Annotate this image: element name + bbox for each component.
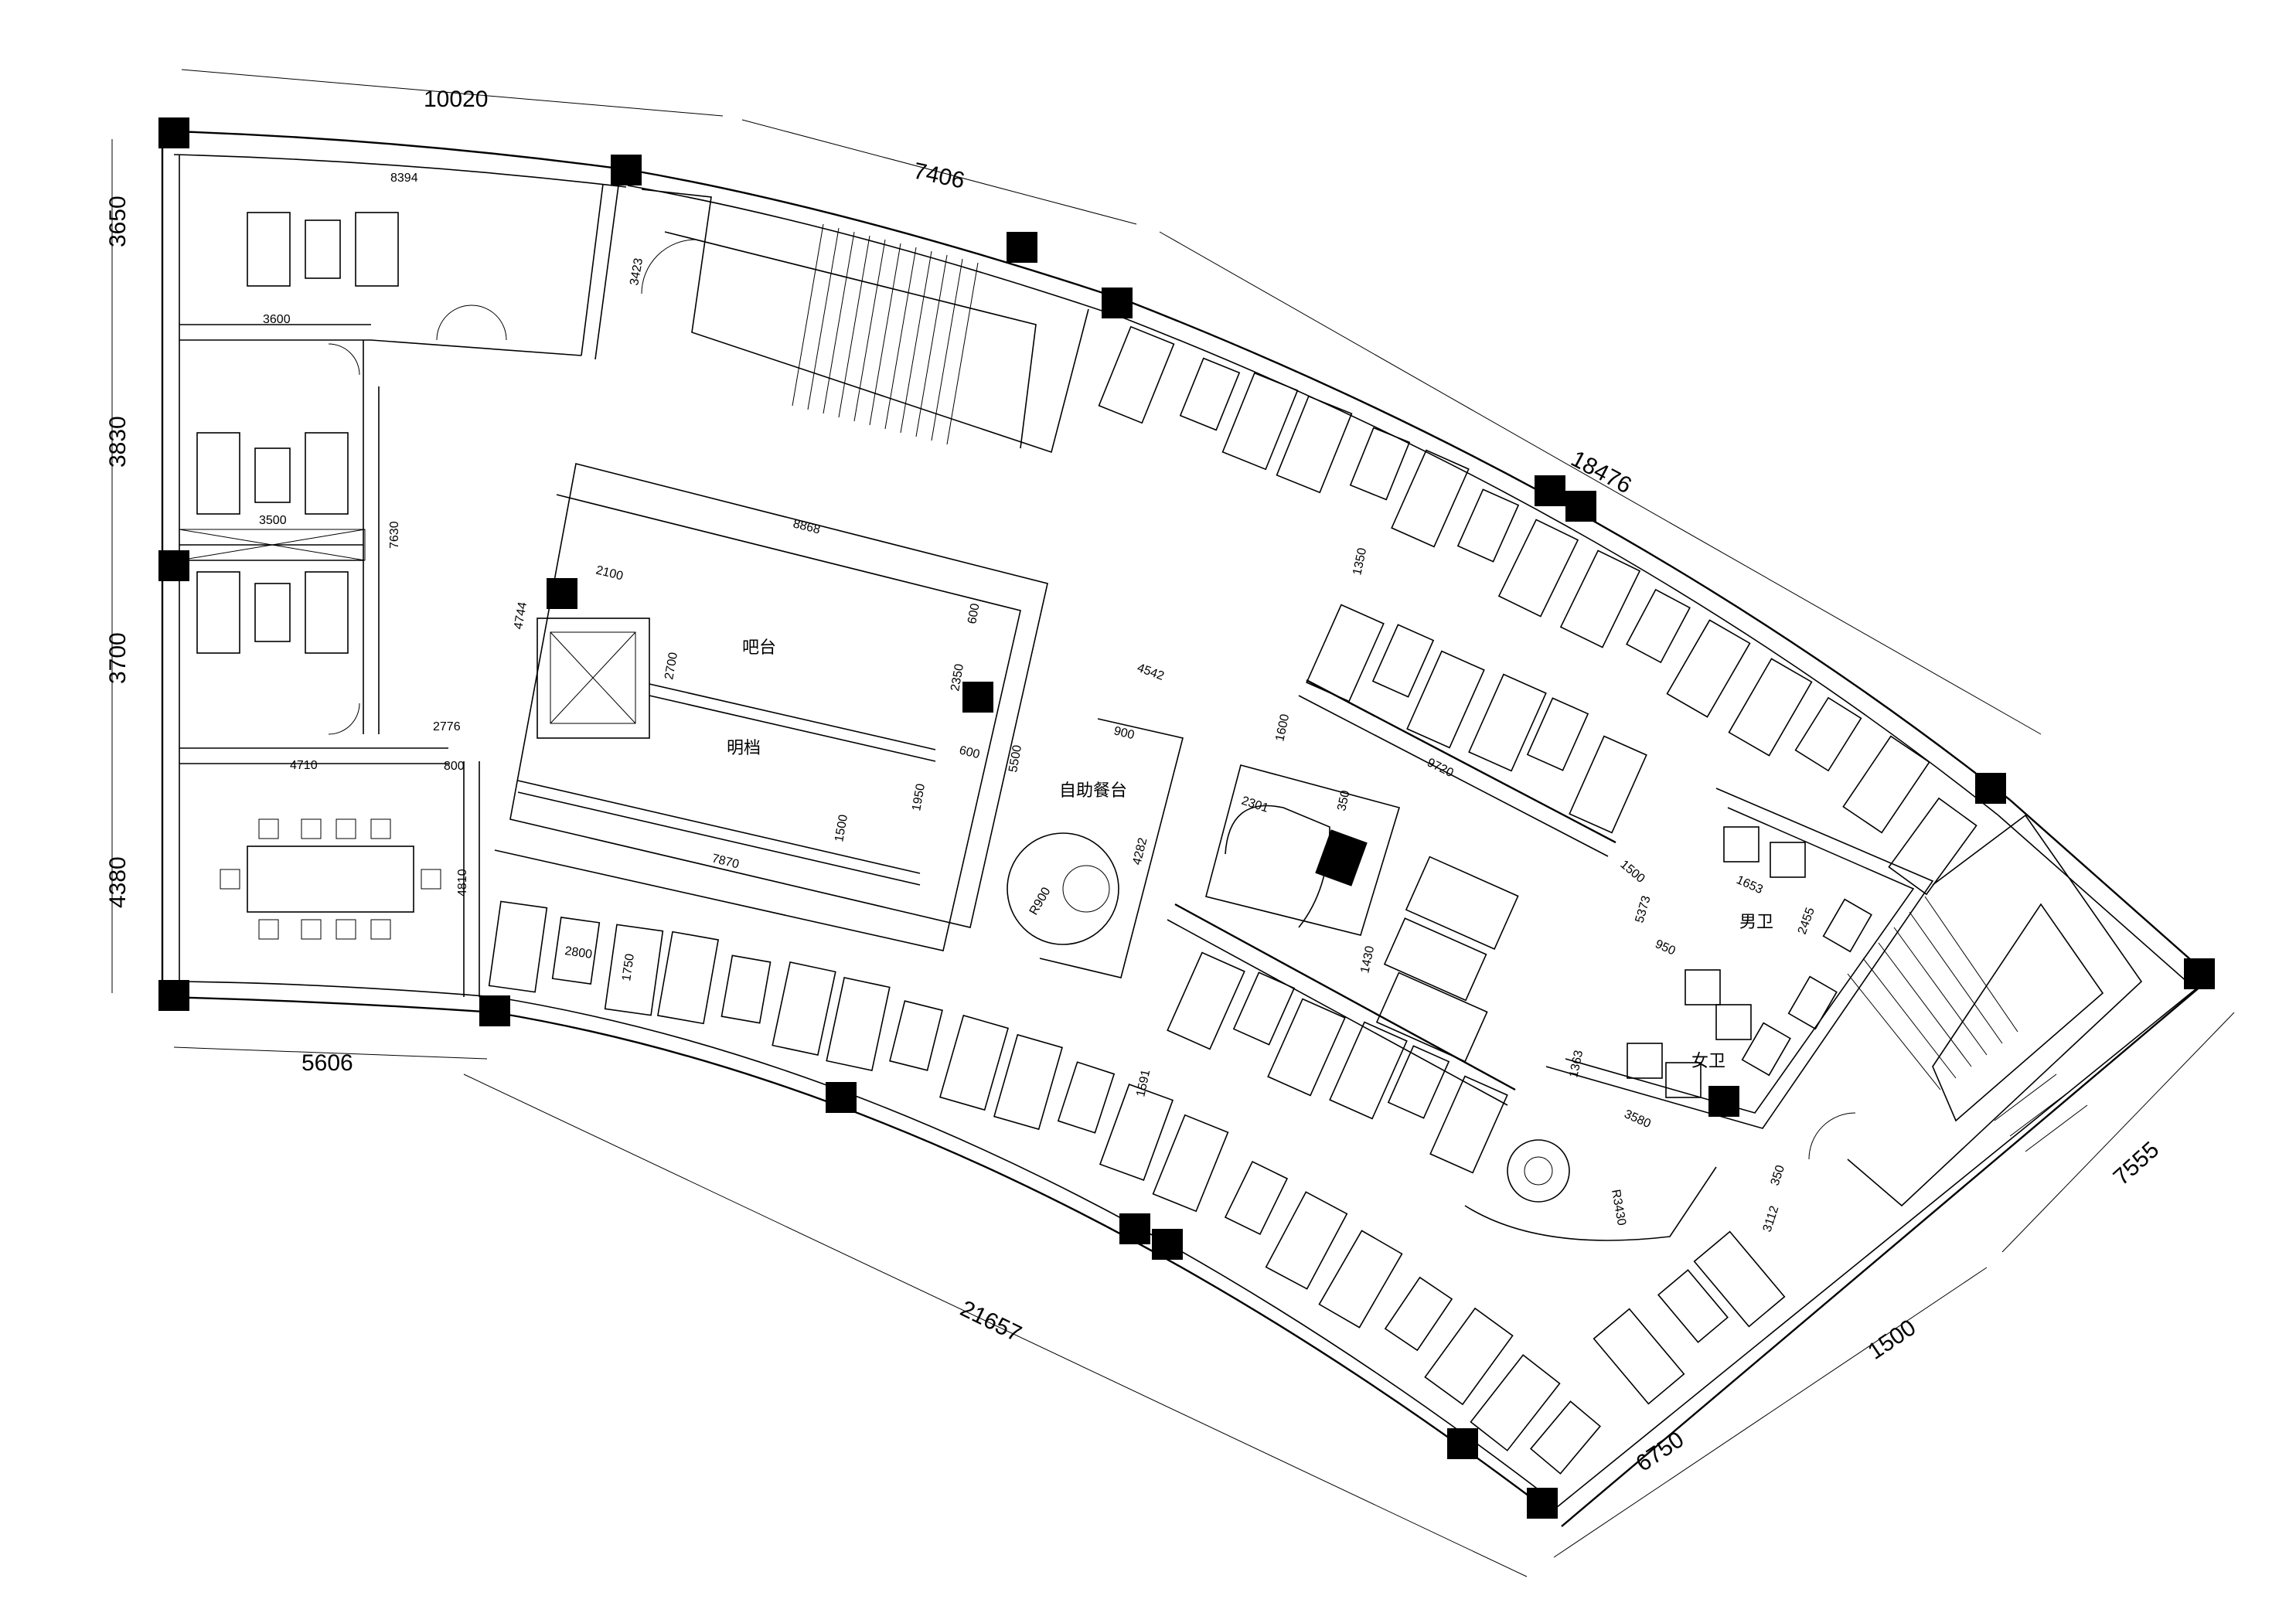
dim-350: 350 (1335, 789, 1352, 812)
room-labels: 吧台 明档 自助餐台 男卫 女卫 (727, 638, 1773, 1070)
label-womens-wc: 女卫 (1691, 1051, 1725, 1070)
dim-5500: 5500 (1007, 744, 1024, 774)
dim-4710: 4710 (290, 759, 318, 772)
dim-9720: 9720 (1425, 756, 1456, 780)
dim-4542: 4542 (1136, 662, 1166, 683)
left-private-rooms (179, 183, 619, 997)
dim-600b: 600 (958, 743, 981, 761)
dim-left-2: 3830 (105, 416, 131, 468)
bar-area (494, 463, 1048, 951)
outer-dimension-labels: 10020 7406 18476 3650 3830 3700 4380 560… (105, 87, 2164, 1477)
dim-3423: 3423 (628, 257, 646, 287)
dim-r3430: R3430 (1609, 1189, 1628, 1227)
dim-bottom-left: 5606 (301, 1050, 353, 1076)
dim-bottom-long: 21657 (956, 1296, 1025, 1347)
label-bar: 吧台 (742, 638, 776, 657)
dim-2800: 2800 (564, 944, 593, 961)
dim-3112: 3112 (1761, 1204, 1782, 1233)
dim-2700: 2700 (663, 652, 680, 681)
dim-2776: 2776 (433, 720, 461, 733)
dim-bottom-right-2: 1500 (1863, 1315, 1920, 1365)
dim-600a: 600 (966, 602, 982, 624)
dim-left-1: 3650 (105, 196, 131, 247)
dim-right: 7555 (2109, 1137, 2165, 1190)
booths-mid-island (1298, 604, 1647, 857)
dim-1591: 1591 (1134, 1068, 1153, 1097)
dim-top-mid: 7406 (911, 158, 967, 194)
piano-stage (1205, 764, 1519, 1063)
dim-2100: 2100 (594, 563, 625, 583)
dim-1500r: 1500 (1617, 858, 1647, 886)
dim-4810: 4810 (456, 869, 469, 897)
stair-treads (792, 223, 979, 445)
booths-right-entry (1593, 1230, 1786, 1405)
dim-4282: 4282 (1130, 836, 1150, 866)
dim-1950: 1950 (910, 783, 928, 812)
structural-columns (158, 117, 2215, 1519)
dim-3600: 3600 (263, 313, 291, 326)
dim-350b: 350 (1769, 1163, 1787, 1187)
dim-3500: 3500 (259, 514, 287, 527)
dim-4744: 4744 (512, 601, 530, 631)
dim-top-left: 10020 (424, 87, 488, 112)
top-staircase (641, 189, 1089, 454)
dim-8868: 8868 (792, 517, 822, 536)
dim-800: 800 (444, 760, 465, 773)
label-mens-wc: 男卫 (1739, 912, 1773, 931)
right-staircase (1847, 814, 2143, 1207)
dim-1363: 1363 (1567, 1049, 1586, 1078)
inner-dimension-labels: 8394 3600 3500 7630 2776 4710 800 4810 3… (259, 172, 1817, 1233)
dim-1653: 1653 (1734, 873, 1765, 897)
entrance-platform (1464, 1112, 1856, 1241)
dim-2455: 2455 (1796, 906, 1817, 936)
dim-bottom-right-1: 6750 (1631, 1427, 1688, 1477)
restrooms (1545, 788, 1934, 1129)
dim-8394: 8394 (390, 172, 418, 185)
dim-1500: 1500 (833, 814, 850, 843)
dim-r900: R900 (1027, 885, 1054, 917)
dim-1750: 1750 (620, 953, 637, 982)
label-booth: 明档 (727, 738, 761, 757)
dim-1600: 1600 (1273, 713, 1292, 742)
label-buffet: 自助餐台 (1059, 781, 1127, 800)
dim-7870: 7870 (710, 852, 741, 871)
outer-dimension-lines (111, 69, 2235, 1577)
booths-top-row (1098, 325, 1977, 896)
dim-5373: 5373 (1633, 894, 1654, 924)
dim-1430: 1430 (1358, 944, 1377, 974)
dim-2350: 2350 (949, 663, 966, 692)
dim-3580: 3580 (1622, 1108, 1653, 1131)
buffet-table (1007, 718, 1184, 978)
dim-900: 900 (1112, 724, 1136, 742)
booths-bottom-row (488, 900, 1601, 1475)
dim-7630: 7630 (388, 521, 401, 549)
dim-1350: 1350 (1351, 546, 1369, 576)
dim-left-3: 3700 (105, 632, 131, 684)
dim-left-4: 4380 (105, 856, 131, 908)
dim-950: 950 (1653, 937, 1677, 958)
